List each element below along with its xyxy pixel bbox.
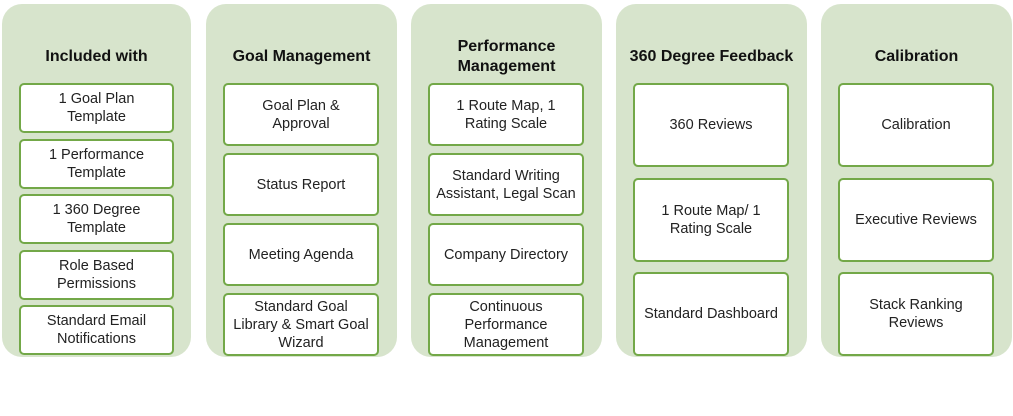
feature-box: Company Directory [428, 223, 584, 286]
column-included-with: Included with 1 Goal Plan Template 1 Per… [2, 4, 191, 357]
feature-box: Calibration [838, 83, 994, 167]
feature-box: Executive Reviews [838, 178, 994, 262]
feature-box: 1 360 Degree Template [19, 194, 174, 244]
column-title: Included with [45, 48, 148, 65]
feature-box: Standard Goal Library & Smart Goal Wizar… [223, 293, 379, 356]
column-360-degree-feedback: 360 Degree Feedback 360 Reviews 1 Route … [616, 4, 807, 357]
column-calibration: Calibration Calibration Executive Review… [821, 4, 1012, 357]
feature-box: 1 Performance Template [19, 139, 174, 189]
feature-box: Continuous Performance Management [428, 293, 584, 356]
column-title: Goal Management [232, 48, 371, 65]
feature-box: Standard Email Notifications [19, 305, 174, 355]
feature-box: Goal Plan & Approval [223, 83, 379, 146]
column-performance-management: Performance Management 1 Route Map, 1 Ra… [411, 4, 602, 357]
feature-box: Standard Writing Assistant, Legal Scan [428, 153, 584, 216]
feature-box: Stack Ranking Reviews [838, 272, 994, 356]
feature-box: Meeting Agenda [223, 223, 379, 286]
feature-box: Role Based Permissions [19, 250, 174, 300]
feature-box: 1 Goal Plan Template [19, 83, 174, 133]
column-title: Performance Management [457, 38, 556, 75]
feature-box: 360 Reviews [633, 83, 789, 167]
feature-box: Status Report [223, 153, 379, 216]
column-title: 360 Degree Feedback [629, 48, 794, 65]
feature-box: 1 Route Map/ 1 Rating Scale [633, 178, 789, 262]
column-goal-management: Goal Management Goal Plan & Approval Sta… [206, 4, 397, 357]
feature-box: 1 Route Map, 1 Rating Scale [428, 83, 584, 146]
feature-box: Standard Dashboard [633, 272, 789, 356]
column-title: Calibration [874, 48, 959, 65]
